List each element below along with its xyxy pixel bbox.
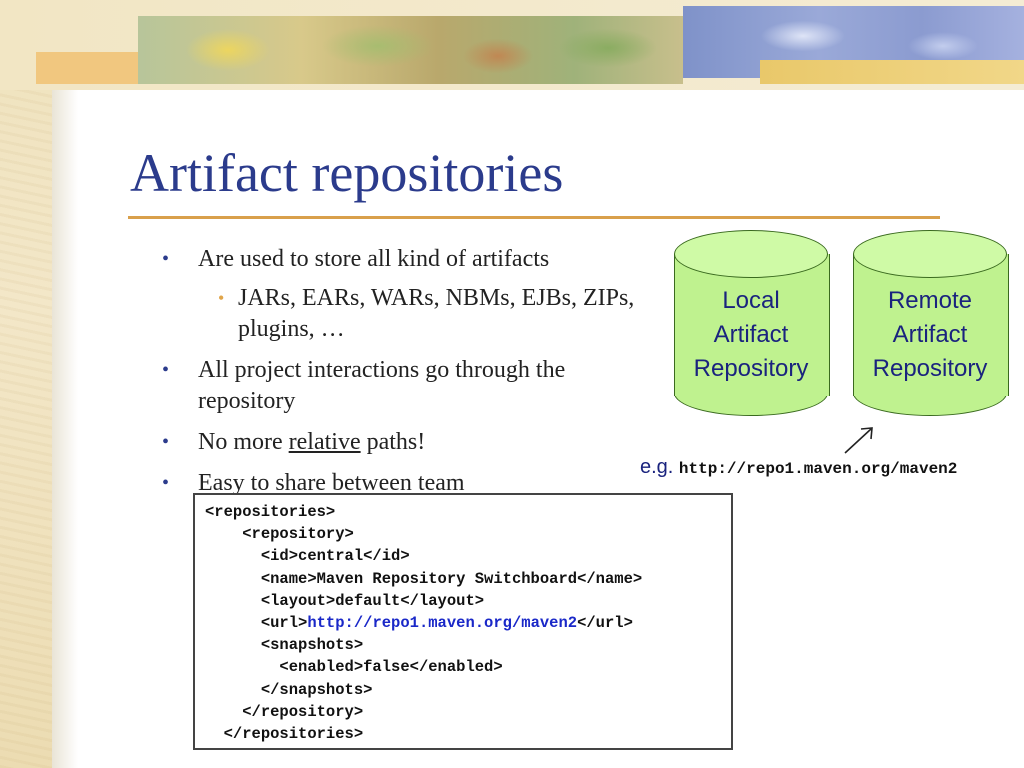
bullet-item: • Easy to share between team	[162, 468, 652, 499]
remote-repository-cylinder: Remote Artifact Repository	[853, 230, 1009, 420]
bullet-icon: •	[162, 472, 170, 494]
example-prefix: e.g.	[640, 456, 674, 478]
xml-code-box: <repositories> <repository> <id>central<…	[193, 493, 733, 750]
title-underline-rule	[128, 216, 940, 219]
code-text: <snapshots>	[260, 636, 364, 655]
indent	[205, 681, 261, 699]
label-line: Repository	[872, 355, 988, 382]
code-line: <snapshots>	[205, 634, 731, 656]
code-text: <repository>	[242, 525, 354, 544]
label-line: Artifact	[892, 321, 968, 348]
cylinder-top	[853, 230, 1007, 278]
bullet-text-suffix: paths!	[360, 429, 426, 455]
code-text: <name>Maven Repository Switchboard</name…	[260, 569, 643, 588]
bullet-text: Easy to share between team	[198, 470, 465, 496]
remote-repository-label: Remote Artifact Repository	[853, 284, 1007, 386]
code-line: </snapshots>	[205, 679, 731, 701]
code-line: <repositories>	[205, 501, 731, 523]
banner-gold-block	[36, 52, 146, 84]
label-line: Remote	[887, 287, 973, 314]
code-line: <layout>default</layout>	[205, 590, 731, 612]
slide-title: Artifact repositories	[130, 143, 564, 203]
cylinder-fill	[675, 360, 827, 394]
left-decorative-strip	[0, 0, 52, 768]
bullet-text-prefix: No more	[198, 429, 289, 455]
indent	[205, 636, 261, 654]
bullet-icon: •	[162, 359, 170, 381]
banner-gold-strip	[760, 60, 1024, 84]
pointer-arrow-icon	[844, 427, 873, 454]
code-line: <url>http://repo1.maven.org/maven2</url>	[205, 612, 731, 634]
indent	[205, 547, 261, 565]
code-text: <enabled>false</enabled>	[279, 658, 503, 677]
code-line: </repositories>	[205, 723, 731, 745]
code-line: <name>Maven Repository Switchboard</name…	[205, 568, 731, 590]
code-line: <id>central</id>	[205, 545, 731, 567]
code-line: <enabled>false</enabled>	[205, 656, 731, 678]
cylinder-fill	[854, 360, 1006, 394]
bullet-icon: •	[162, 431, 170, 453]
cylinder-top	[674, 230, 828, 278]
bullet-text: Are used to store all kind of artifacts	[198, 246, 550, 272]
bullet-item: • Are used to store all kind of artifact…	[162, 244, 652, 275]
banner-leaves-image	[138, 16, 683, 84]
sub-bullet-text: JARs, EARs, WARs, NBMs, EJBs, ZIPs, plug…	[238, 285, 635, 342]
bullet-text: All project interactions go through the …	[198, 357, 566, 414]
example-url: http://repo1.maven.org/maven2	[678, 460, 958, 478]
code-text: </snapshots>	[260, 680, 373, 699]
label-line: Local	[722, 287, 780, 314]
sub-bullet-icon: •	[218, 288, 225, 308]
code-text: </repository>	[242, 702, 364, 721]
indent	[205, 658, 279, 676]
label-line: Artifact	[713, 321, 789, 348]
indent	[205, 592, 261, 610]
top-banner	[0, 0, 1024, 90]
indent	[205, 525, 242, 543]
code-text: <url>	[260, 614, 308, 633]
bullet-item: • All project interactions go through th…	[162, 355, 652, 417]
code-text: <layout>default</layout>	[260, 591, 485, 610]
local-repository-cylinder: Local Artifact Repository	[674, 230, 830, 420]
indent	[205, 725, 224, 743]
bullet-icon: •	[162, 248, 170, 270]
code-line: </repository>	[205, 701, 731, 723]
underlined-word: relative	[288, 429, 361, 455]
indent	[205, 614, 261, 632]
code-text: </url>	[577, 614, 633, 633]
local-repository-label: Local Artifact Repository	[674, 284, 828, 386]
sub-bullet-item: • JARs, EARs, WARs, NBMs, EJBs, ZIPs, pl…	[162, 283, 652, 345]
code-text: <repositories>	[205, 503, 336, 521]
url-link[interactable]: http://repo1.maven.org/maven2	[307, 614, 578, 633]
left-shadow	[52, 84, 78, 768]
indent	[205, 570, 261, 588]
example-url-caption: e.g. http://repo1.maven.org/maven2	[640, 456, 957, 479]
label-line: Repository	[693, 355, 809, 382]
indent	[205, 703, 242, 721]
code-text: <id>central</id>	[260, 547, 410, 566]
bullet-list: • Are used to store all kind of artifact…	[162, 244, 652, 509]
bullet-item: • No more relative paths!	[162, 427, 652, 458]
code-text: </repositories>	[223, 725, 364, 744]
code-line: <repository>	[205, 523, 731, 545]
